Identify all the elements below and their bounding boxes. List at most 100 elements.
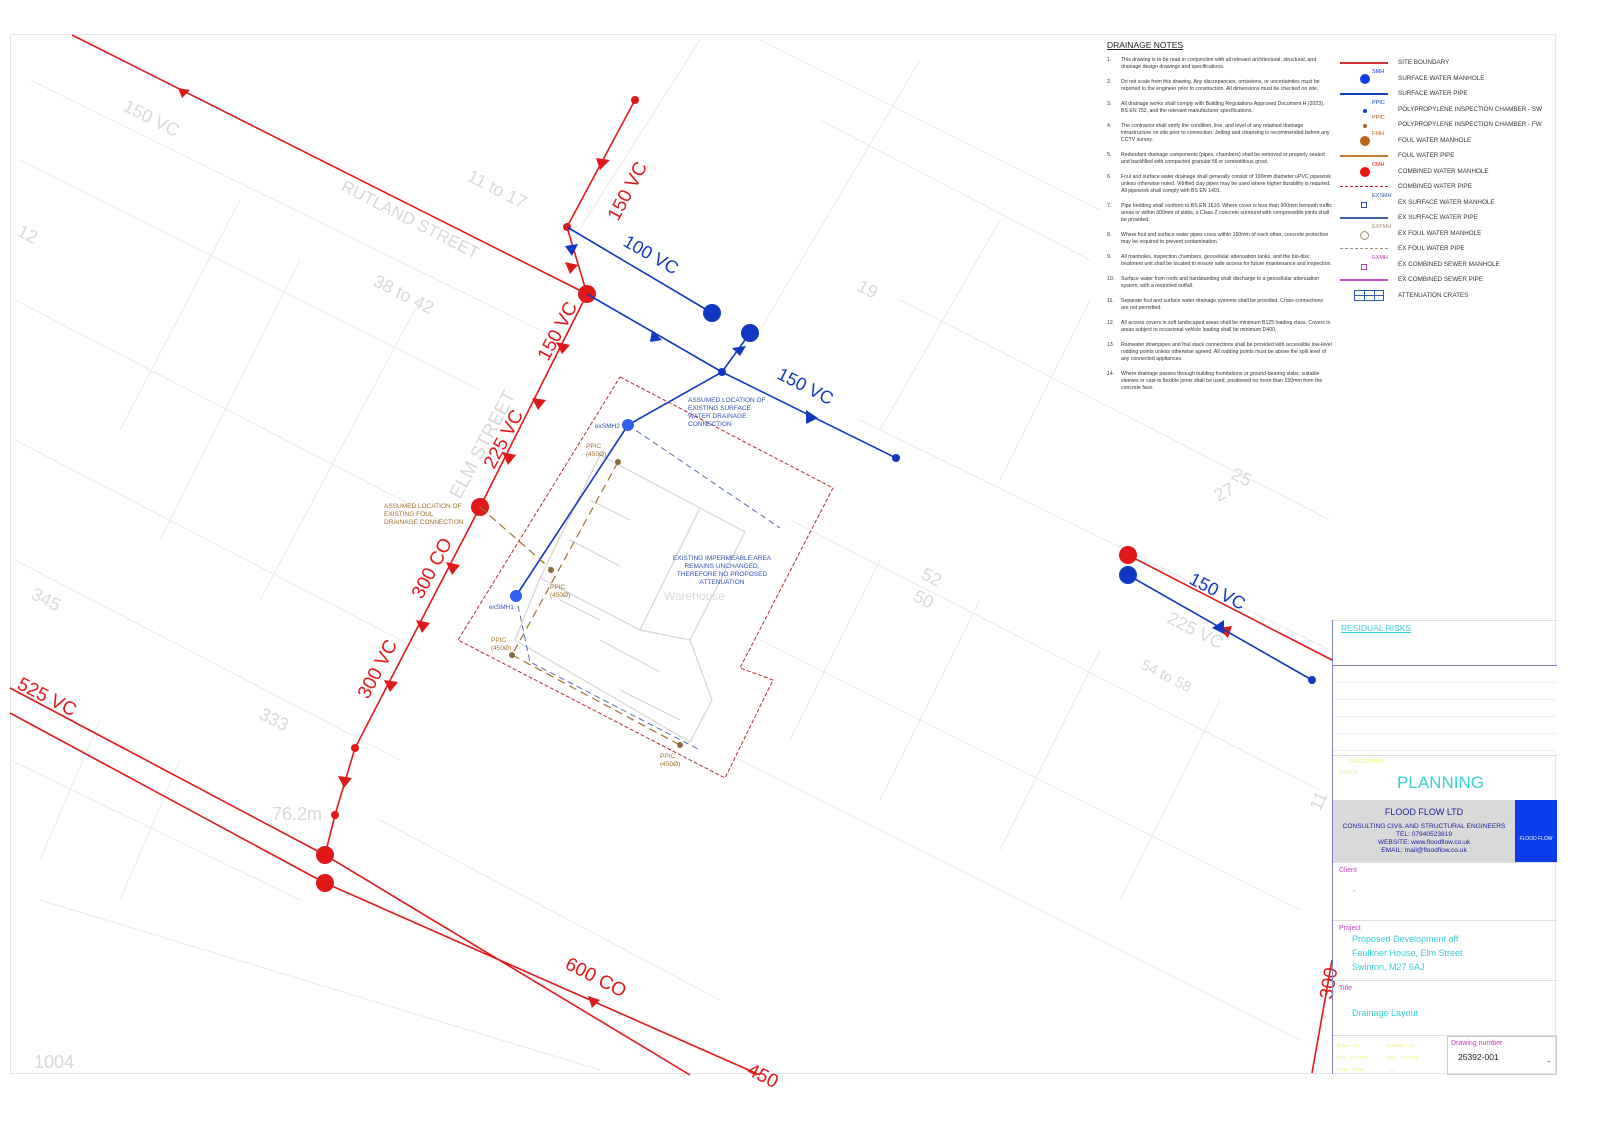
- site-boundary: [457, 376, 834, 779]
- note-text: All manholes, inspection chambers, geoce…: [1121, 254, 1332, 267]
- legend-label: EX FOUL WATER PIPE: [1398, 245, 1465, 253]
- legend-abbr: PPIC: [1372, 115, 1385, 122]
- svg-text:EXISTING IMPERMEABLE AREA: EXISTING IMPERMEABLE AREA: [673, 555, 772, 562]
- drawing-number: 25392-001: [1458, 1052, 1499, 1062]
- meta-field: Checked JJ: [1387, 1043, 1414, 1048]
- pipe-label: 450: [744, 1060, 782, 1093]
- note-number: 2.: [1107, 79, 1112, 85]
- spot-level: 76.2m: [272, 804, 322, 824]
- legend-symbol-icon: [1340, 148, 1398, 163]
- legend-symbol-icon: CMH: [1340, 161, 1398, 179]
- note-number: 1.: [1107, 57, 1112, 63]
- svg-text:THEREFORE NO PROPOSED: THEREFORE NO PROPOSED: [677, 571, 768, 578]
- note-number: 11.: [1107, 298, 1114, 304]
- legend-symbol-icon: [1340, 179, 1398, 194]
- note-item: 11.Separate foul and surface water drain…: [1107, 298, 1332, 312]
- legend-symbol-icon: [1340, 241, 1398, 256]
- description-header: DESCRIPTION: [1333, 755, 1557, 767]
- svg-text:PPIC: PPIC: [586, 443, 601, 450]
- note-item: 3.All drainage works shall comply with B…: [1107, 101, 1332, 115]
- legend-label: COMBINED WATER PIPE: [1398, 183, 1472, 191]
- building-label: 333: [256, 704, 292, 735]
- legend-item: COMBINED WATER PIPE: [1340, 179, 1555, 195]
- legend-abbr: PPIC: [1372, 99, 1385, 106]
- company-line: CONSULTING CIVIL AND STRUCTURAL ENGINEER…: [1342, 823, 1506, 830]
- legend-item: FOUL WATER PIPE: [1340, 148, 1555, 164]
- company-line: EMAIL: mail@floodflow.co.uk: [1381, 847, 1467, 854]
- pipe-label: 150 VC: [1186, 569, 1249, 614]
- building-label: 54 to 58: [1138, 656, 1194, 696]
- note-text: This drawing is to be read in conjunctio…: [1121, 57, 1317, 70]
- client-section: Client -: [1333, 862, 1557, 920]
- residual-risks: RESIDUAL RISKS: [1333, 620, 1557, 665]
- note-item: 5.Redundant drainage components (pipes, …: [1107, 152, 1332, 166]
- base-map: [9, 39, 1331, 1071]
- client-label: Client: [1339, 867, 1357, 874]
- company-logo: FLOOD FLOW: [1515, 800, 1557, 862]
- legend-abbr: EXSMH: [1372, 192, 1392, 199]
- legend-symbol-icon: EXFMH: [1340, 223, 1398, 241]
- pipe-label: 225 VC: [1164, 608, 1227, 653]
- pipe-label: 525 VC: [14, 674, 80, 721]
- note-item: 6.Foul and surface water drainage shall …: [1107, 174, 1332, 195]
- drainage-notes: DRAINAGE NOTES 1.This drawing is to be r…: [1107, 41, 1332, 400]
- note-number: 8.: [1107, 232, 1112, 238]
- title-section: Title Drainage Layout: [1333, 980, 1557, 1035]
- manhole-label: exSMH1: [489, 604, 514, 611]
- note-number: 7.: [1107, 203, 1112, 209]
- drawing-title: Drainage Layout: [1352, 1008, 1419, 1018]
- svg-text:CONNECTION: CONNECTION: [688, 421, 732, 428]
- svg-text:ASSUMED LOCATION OF: ASSUMED LOCATION OF: [688, 397, 766, 404]
- note-number: 12.: [1107, 320, 1115, 326]
- note-item: 12.All access covers in soft landscaped …: [1107, 320, 1332, 334]
- svg-text:PPIC: PPIC: [550, 584, 565, 591]
- building-label: 345: [28, 584, 64, 615]
- status-row: STATUS PLANNING: [1333, 767, 1557, 800]
- note-text: Foul and surface water drainage shall ge…: [1121, 174, 1331, 194]
- legend-item: EX FOUL WATER PIPE: [1340, 241, 1555, 257]
- legend-symbol-icon: [1340, 86, 1398, 101]
- svg-text:DRAINAGE CONNECTION: DRAINAGE CONNECTION: [384, 519, 464, 526]
- existing-pipes: [515, 424, 781, 751]
- company-line: TEL: 07940523819: [1395, 831, 1453, 838]
- legend-abbr: CMH: [1372, 161, 1385, 168]
- legend-symbol-icon: EXSMH: [1340, 192, 1398, 210]
- legend-symbol-icon: FMH: [1340, 131, 1398, 148]
- legend-label: EX COMBINED SEWER PIPE: [1398, 276, 1484, 284]
- svg-text:PPIC: PPIC: [660, 753, 675, 760]
- svg-text:(450Ø): (450Ø): [586, 451, 606, 458]
- note-number: 5.: [1107, 152, 1112, 158]
- legend-abbr: EXFMH: [1372, 223, 1392, 230]
- title-label: Title: [1339, 985, 1352, 992]
- note-text: The contractor shall verify the conditio…: [1121, 123, 1330, 143]
- svg-text:EXISTING SURFACE: EXISTING SURFACE: [688, 405, 752, 412]
- note-text: All drainage works shall comply with Bui…: [1121, 101, 1325, 114]
- legend-item: SURFACE WATER PIPE: [1340, 86, 1555, 102]
- surface-manholes: [510, 244, 1316, 684]
- note-number: 9.: [1107, 254, 1112, 260]
- note-text: Where drainage passes through building f…: [1121, 371, 1323, 391]
- legend-label: SURFACE WATER MANHOLE: [1398, 74, 1485, 82]
- note-item: 2. Do not scale from this drawing. Any di…: [1107, 79, 1332, 93]
- note-text: Do not scale from this drawing. Any disc…: [1121, 79, 1320, 92]
- manhole-label: exSMH2: [595, 423, 620, 430]
- note-item: 7.Pipe bedding shall conform to BS EN 16…: [1107, 203, 1332, 224]
- revision-table: [1333, 665, 1557, 755]
- svg-text:(450Ø): (450Ø): [550, 592, 570, 599]
- legend-symbol-icon: EXMH: [1340, 255, 1398, 272]
- pipe-label: 100 VC: [620, 231, 682, 278]
- company-info: FLOOD FLOW LTD CONSULTING CIVIL AND STRU…: [1333, 800, 1515, 862]
- note-text: Surface water from roofs and hardstandin…: [1121, 276, 1320, 289]
- legend-label: EX SURFACE WATER PIPE: [1398, 214, 1478, 222]
